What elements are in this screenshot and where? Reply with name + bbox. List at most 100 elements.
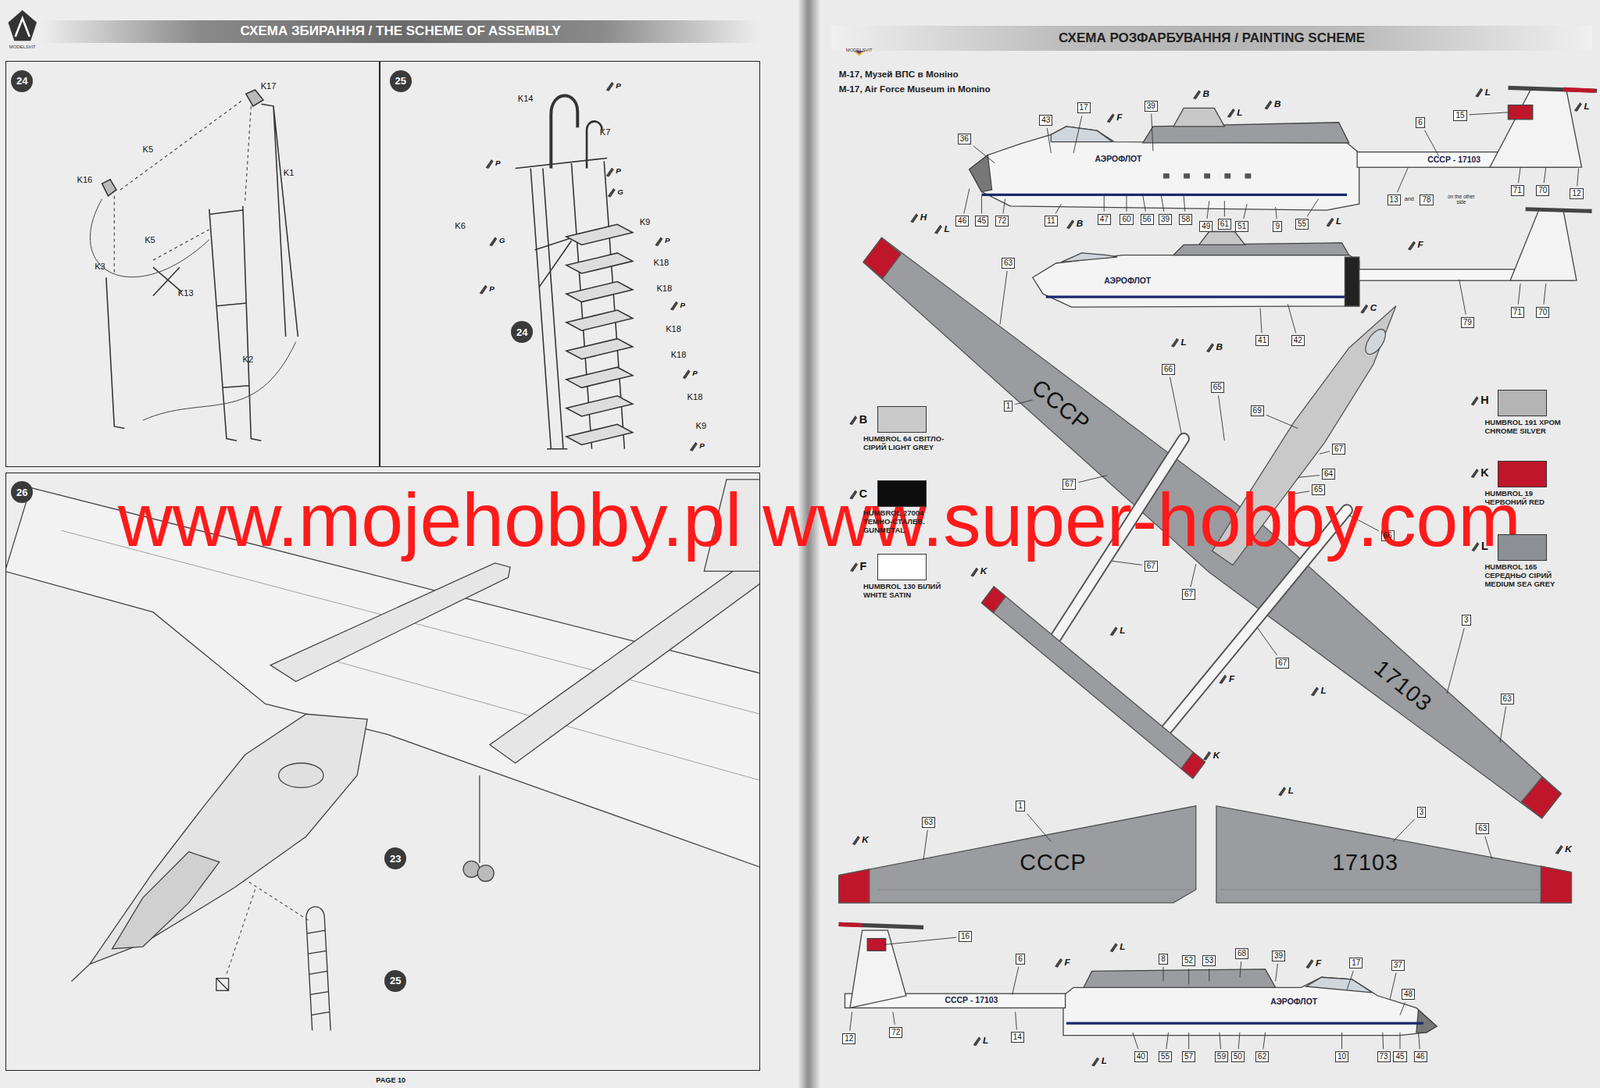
part-drawing-shape [566,253,633,274]
aircraft-side-view-shape [839,924,863,925]
step-panel: 262325 [5,472,761,1072]
paint-code: L [943,223,950,234]
label-holder: PAGE 10 [375,1078,406,1086]
callout-box: 43 [1039,114,1053,126]
brush-icon [489,237,497,247]
brush-icon [1110,943,1118,953]
callout-number: 50 [1233,1052,1243,1061]
callout-box: 73 [1377,1051,1391,1063]
callout-number: 39 [1160,214,1170,224]
paint-code: H [920,211,928,222]
brush-icon [850,416,858,425]
brush-icon [973,1037,981,1047]
paint-code: L [1288,785,1294,796]
brush-icon [934,225,942,234]
step-circle: 25 [384,970,407,993]
part-drawing-shape [566,339,633,360]
brush-icon [1055,958,1063,968]
part-drawing-shape [209,206,262,441]
label-holder: K18 [671,350,687,360]
callout-box: 67 [1144,560,1158,572]
leader-line [1103,196,1105,212]
aircraft-side-view-shape [1489,89,1583,168]
callout-number: 57 [1184,1052,1193,1061]
aircraft-drawing-shape [60,530,759,781]
callout-number: 8 [1160,954,1166,964]
label-holder: P [495,159,501,168]
label-holder: L [1335,217,1342,227]
label-holder: L [1320,685,1326,696]
leader-line [1160,196,1164,212]
callout-box: 39 [1158,214,1172,225]
aircraft-drawing-shape [477,865,494,883]
callout-number: 41 [1257,335,1267,345]
header-band: СХЕМА РОЗФАРБУВАННЯ / PAINTING SCHEME [831,25,1592,52]
label-holder: K [1564,844,1572,854]
label-holder: L [1236,107,1243,118]
callout-number: 15 [1455,110,1465,120]
aircraft-drawing-shape [306,907,331,1031]
paint-code: F [1064,957,1071,968]
logo-shape [15,18,30,38]
callout-box: 41 [1255,335,1269,347]
callout-number: 14 [1013,1032,1022,1042]
label-holder: L [1119,942,1125,952]
callout-number: 48 [1403,989,1413,999]
paint-code: L [982,1035,989,1046]
paint-code: F [1228,673,1235,684]
part-label: K5 [142,144,154,154]
paint-code: B [1216,341,1224,352]
callout-number: 63 [1503,694,1512,704]
brush-icon [1171,338,1179,347]
paint-code: L [1181,336,1187,347]
callout-number: 42 [1293,335,1303,345]
label-holder: M-17, Музей ВПС в Моніно [839,69,959,79]
callout-box: 70 [1535,185,1550,197]
label-holder: F [1228,674,1235,684]
callout-number: 55 [1160,1052,1170,1061]
label-holder: F [1417,240,1424,250]
brush-icon [1555,845,1563,854]
leader-line [1224,200,1225,217]
leader-line [1046,128,1051,154]
callout-number: 52 [1184,956,1193,965]
leader-line [1397,167,1409,193]
leader-line [1319,451,1330,454]
callout-number: 63 [1003,258,1013,268]
callout-box: 13 [1387,194,1401,206]
callout-number: 60 [1121,214,1131,224]
callout-box: 45 [975,215,989,227]
aircraft-side-view-shape [1083,969,1276,989]
brush-icon [1471,469,1479,479]
paint-code: L [1335,216,1342,227]
part-label: K16 [77,175,93,186]
callout-number: 67 [1334,444,1343,454]
aircraft-marking: СССР - 17103 [944,996,998,1005]
leader-line [1239,961,1242,978]
label-holder: B [1076,218,1084,229]
brush-icon [910,214,918,223]
callout-number: 69 [1253,406,1262,415]
aircraft-side-view-shape-shape [1203,173,1211,179]
part-drawing-shape [106,277,125,429]
aircraft-side-view-shape [1163,173,1251,179]
aircraft-drawing-shape [463,860,480,878]
callout-box: 60 [1119,214,1133,225]
aircraft-side-view-shape [1066,1021,1424,1025]
leader-line [1518,167,1522,183]
paint-code: L [1236,107,1243,118]
callout-number: 56 [1142,214,1152,224]
label-holder: MODELSVIT [846,48,873,54]
paint-code: L [1320,685,1326,696]
part-label: K18 [687,392,704,403]
brush-icon [655,237,663,247]
callout-number: 68 [1237,949,1247,958]
label-holder: АЭРОФЛОТ [1103,277,1151,286]
aircraft-side-view [839,87,1597,1036]
label-holder: K [1480,467,1489,479]
callout-box: 12 [1569,188,1583,200]
brush-icon [671,301,679,311]
paint-code: K [1213,750,1221,761]
part-label: K13 [178,289,194,299]
label-holder: P [615,82,622,90]
